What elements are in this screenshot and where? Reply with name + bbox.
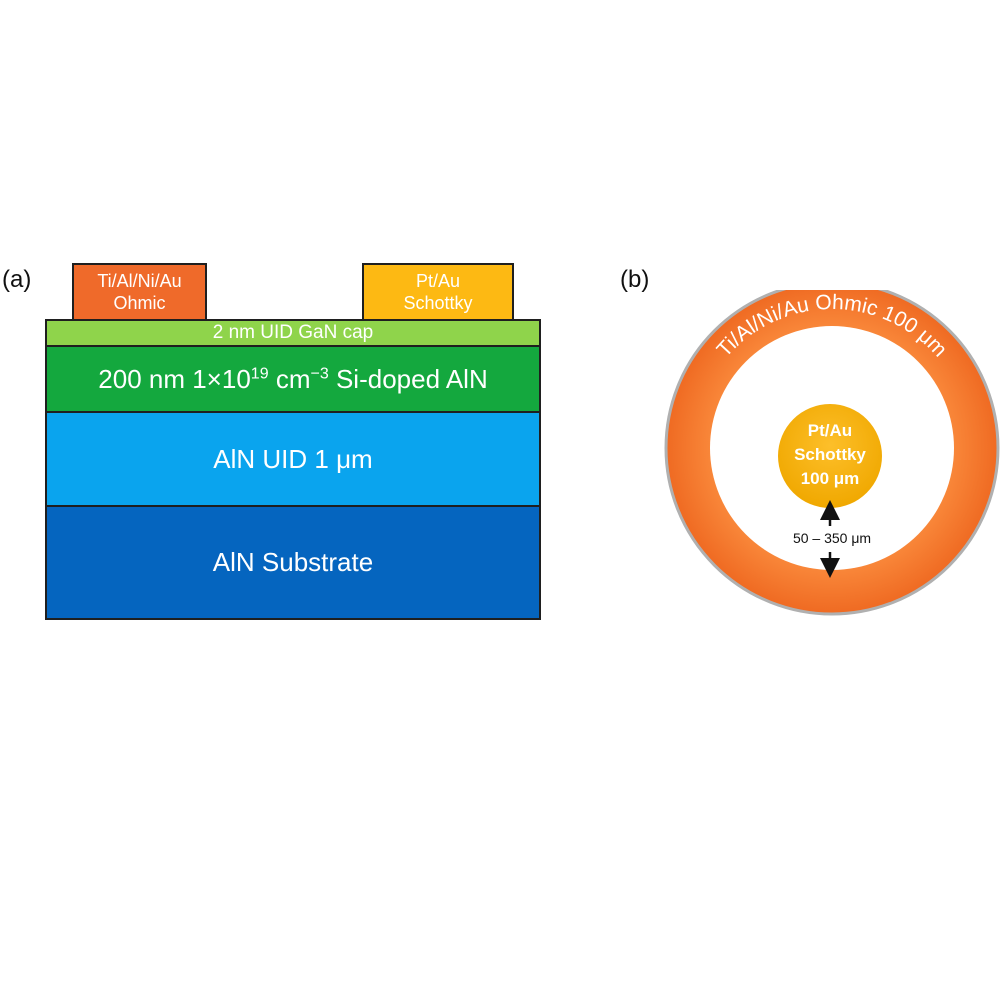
doping-exponent: 19 xyxy=(250,364,269,382)
ohmic-contact-type: Ohmic xyxy=(113,293,166,313)
doped-prefix: 200 nm 1×10 xyxy=(98,363,251,394)
gan-cap-layer: 2 nm UID GaN cap xyxy=(45,319,541,347)
panel-label-b: (b) xyxy=(620,266,650,293)
panel-label-a: (a) xyxy=(2,266,32,293)
doped-unit: cm xyxy=(268,363,311,394)
schottky-contact: Pt/Au Schottky xyxy=(362,263,514,321)
aln-uid-layer: AlN UID 1 μm xyxy=(45,411,541,507)
schottky-dot xyxy=(778,404,882,508)
schottky-dot-type: Schottky xyxy=(794,445,866,464)
top-view-diagram: Ti/Al/Ni/Au Ohmic 100 μm Pt/Au Schottky … xyxy=(664,290,1000,616)
schottky-contact-metal: Pt/Au xyxy=(415,271,461,291)
ohmic-contact-metal: Ti/Al/Ni/Au xyxy=(97,271,182,291)
si-doped-aln-layer: 200 nm 1×1019 cm−3 Si-doped AlN xyxy=(45,345,541,413)
aln-substrate-label: AlN Substrate xyxy=(212,547,374,577)
schottky-dot-metal: Pt/Au xyxy=(808,421,852,440)
aln-uid-label: AlN UID 1 μm xyxy=(213,443,373,474)
schottky-contact-type: Schottky xyxy=(403,293,473,313)
unit-exponent: −3 xyxy=(310,364,329,382)
gan-cap-label: 2 nm UID GaN cap xyxy=(212,322,374,343)
si-doped-aln-label: 200 nm 1×1019 cm−3 Si-doped AlN xyxy=(98,364,487,395)
schottky-dot-size: 100 μm xyxy=(801,469,860,488)
ohmic-contact: Ti/Al/Ni/Au Ohmic xyxy=(72,263,207,321)
doped-suffix: Si-doped AlN xyxy=(328,363,488,394)
gap-dimension-label: 50 – 350 μm xyxy=(793,530,871,546)
aln-substrate-layer: AlN Substrate xyxy=(45,505,541,620)
